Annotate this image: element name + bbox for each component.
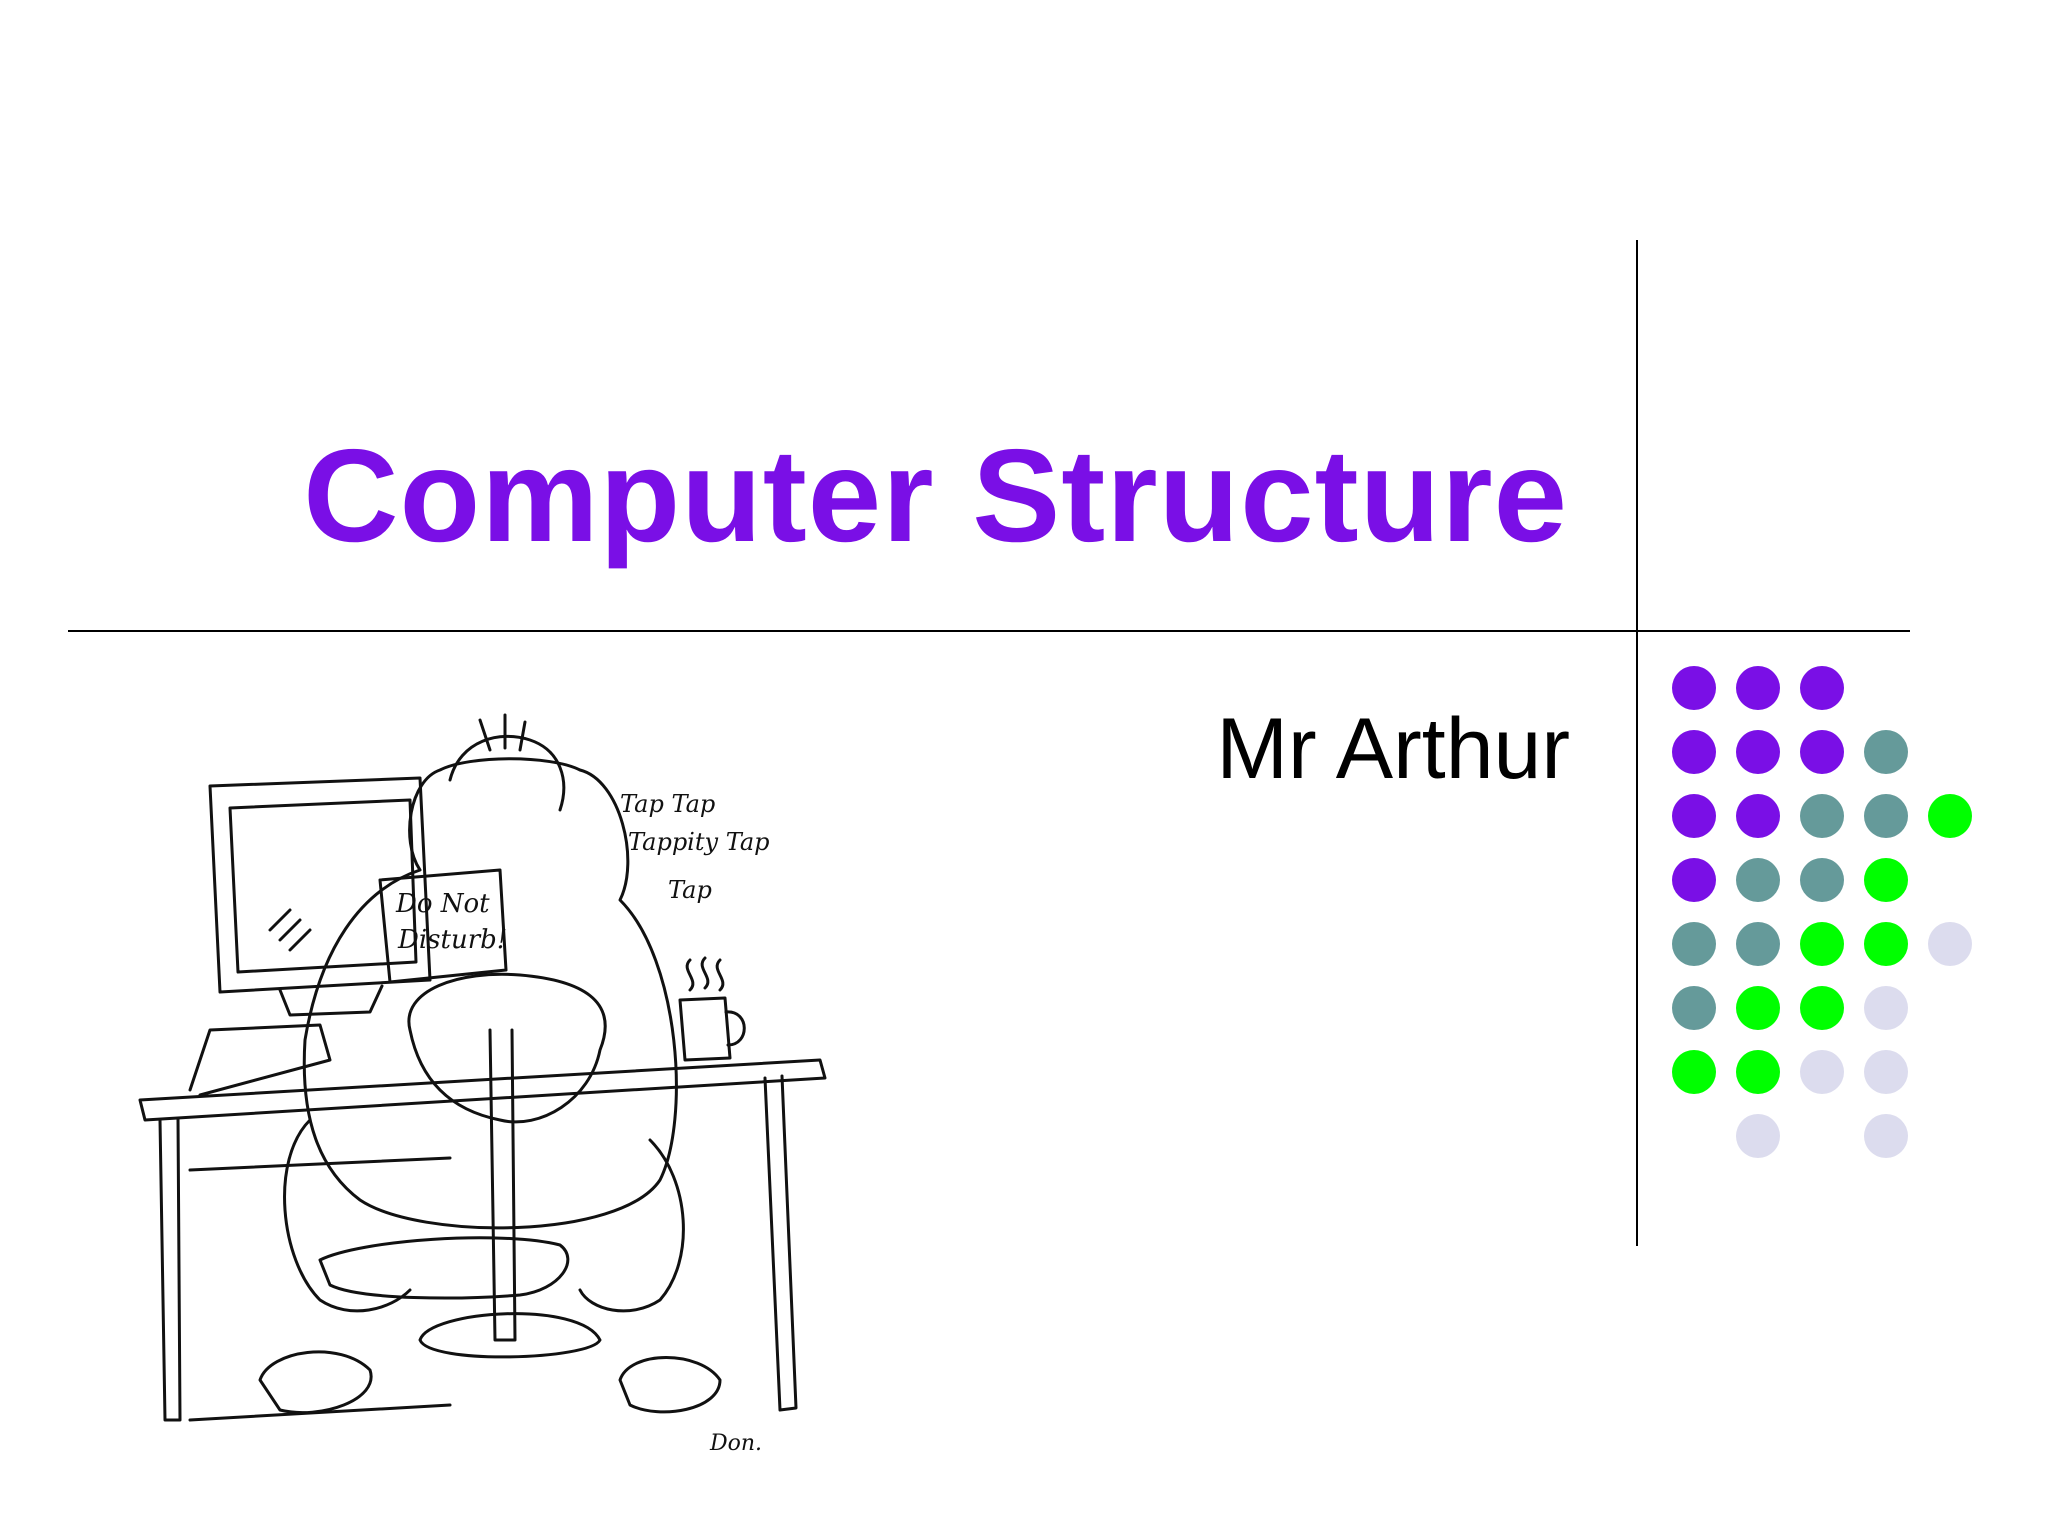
decorative-dot — [1800, 986, 1844, 1030]
cartoon-illustration: Do Not Disturb! Tap Tap Tappity Tap Tap … — [138, 713, 827, 1456]
decorative-dot — [1864, 1050, 1908, 1094]
decorative-dot — [1864, 986, 1908, 1030]
vertical-divider — [1636, 240, 1638, 1246]
decorative-dot — [1736, 858, 1780, 902]
decorative-dot — [1800, 1050, 1844, 1094]
decorative-dot — [1736, 794, 1780, 838]
decorative-dot — [1928, 794, 1972, 838]
decorative-dot — [1672, 986, 1716, 1030]
decorative-dot — [1672, 858, 1716, 902]
decorative-dot — [1672, 730, 1716, 774]
decorative-dot — [1800, 794, 1844, 838]
sound-text-line1: Tap Tap — [620, 790, 715, 818]
decorative-dot — [1800, 730, 1844, 774]
slide-subtitle: Mr Arthur — [1216, 701, 1570, 797]
decorative-dot — [1864, 922, 1908, 966]
decorative-dot — [1672, 794, 1716, 838]
decorative-dot — [1800, 922, 1844, 966]
sign-text-line2: Disturb! — [397, 925, 507, 955]
decorative-dot — [1736, 730, 1780, 774]
slide-title: Computer Structure — [303, 422, 1568, 569]
decorative-dot — [1864, 1114, 1908, 1158]
sign-text-line1: Do Not — [395, 889, 490, 919]
decorative-dot — [1864, 858, 1908, 902]
decorative-dot — [1864, 730, 1908, 774]
signature-text: Don. — [709, 1431, 762, 1456]
decorative-dot — [1672, 922, 1716, 966]
decorative-dot — [1672, 1050, 1716, 1094]
decorative-dot — [1736, 922, 1780, 966]
decorative-dot-grid — [1672, 666, 1992, 1166]
decorative-dot — [1800, 858, 1844, 902]
sound-text-line3: Tap — [668, 876, 712, 904]
decorative-dot — [1736, 986, 1780, 1030]
decorative-dot — [1864, 794, 1908, 838]
sound-text-line2: Tappity Tap — [628, 828, 770, 856]
decorative-dot — [1736, 1050, 1780, 1094]
decorative-dot — [1928, 922, 1972, 966]
decorative-dot — [1800, 666, 1844, 710]
decorative-dot — [1736, 666, 1780, 710]
horizontal-divider — [68, 630, 1910, 632]
decorative-dot — [1736, 1114, 1780, 1158]
decorative-dot — [1672, 666, 1716, 710]
